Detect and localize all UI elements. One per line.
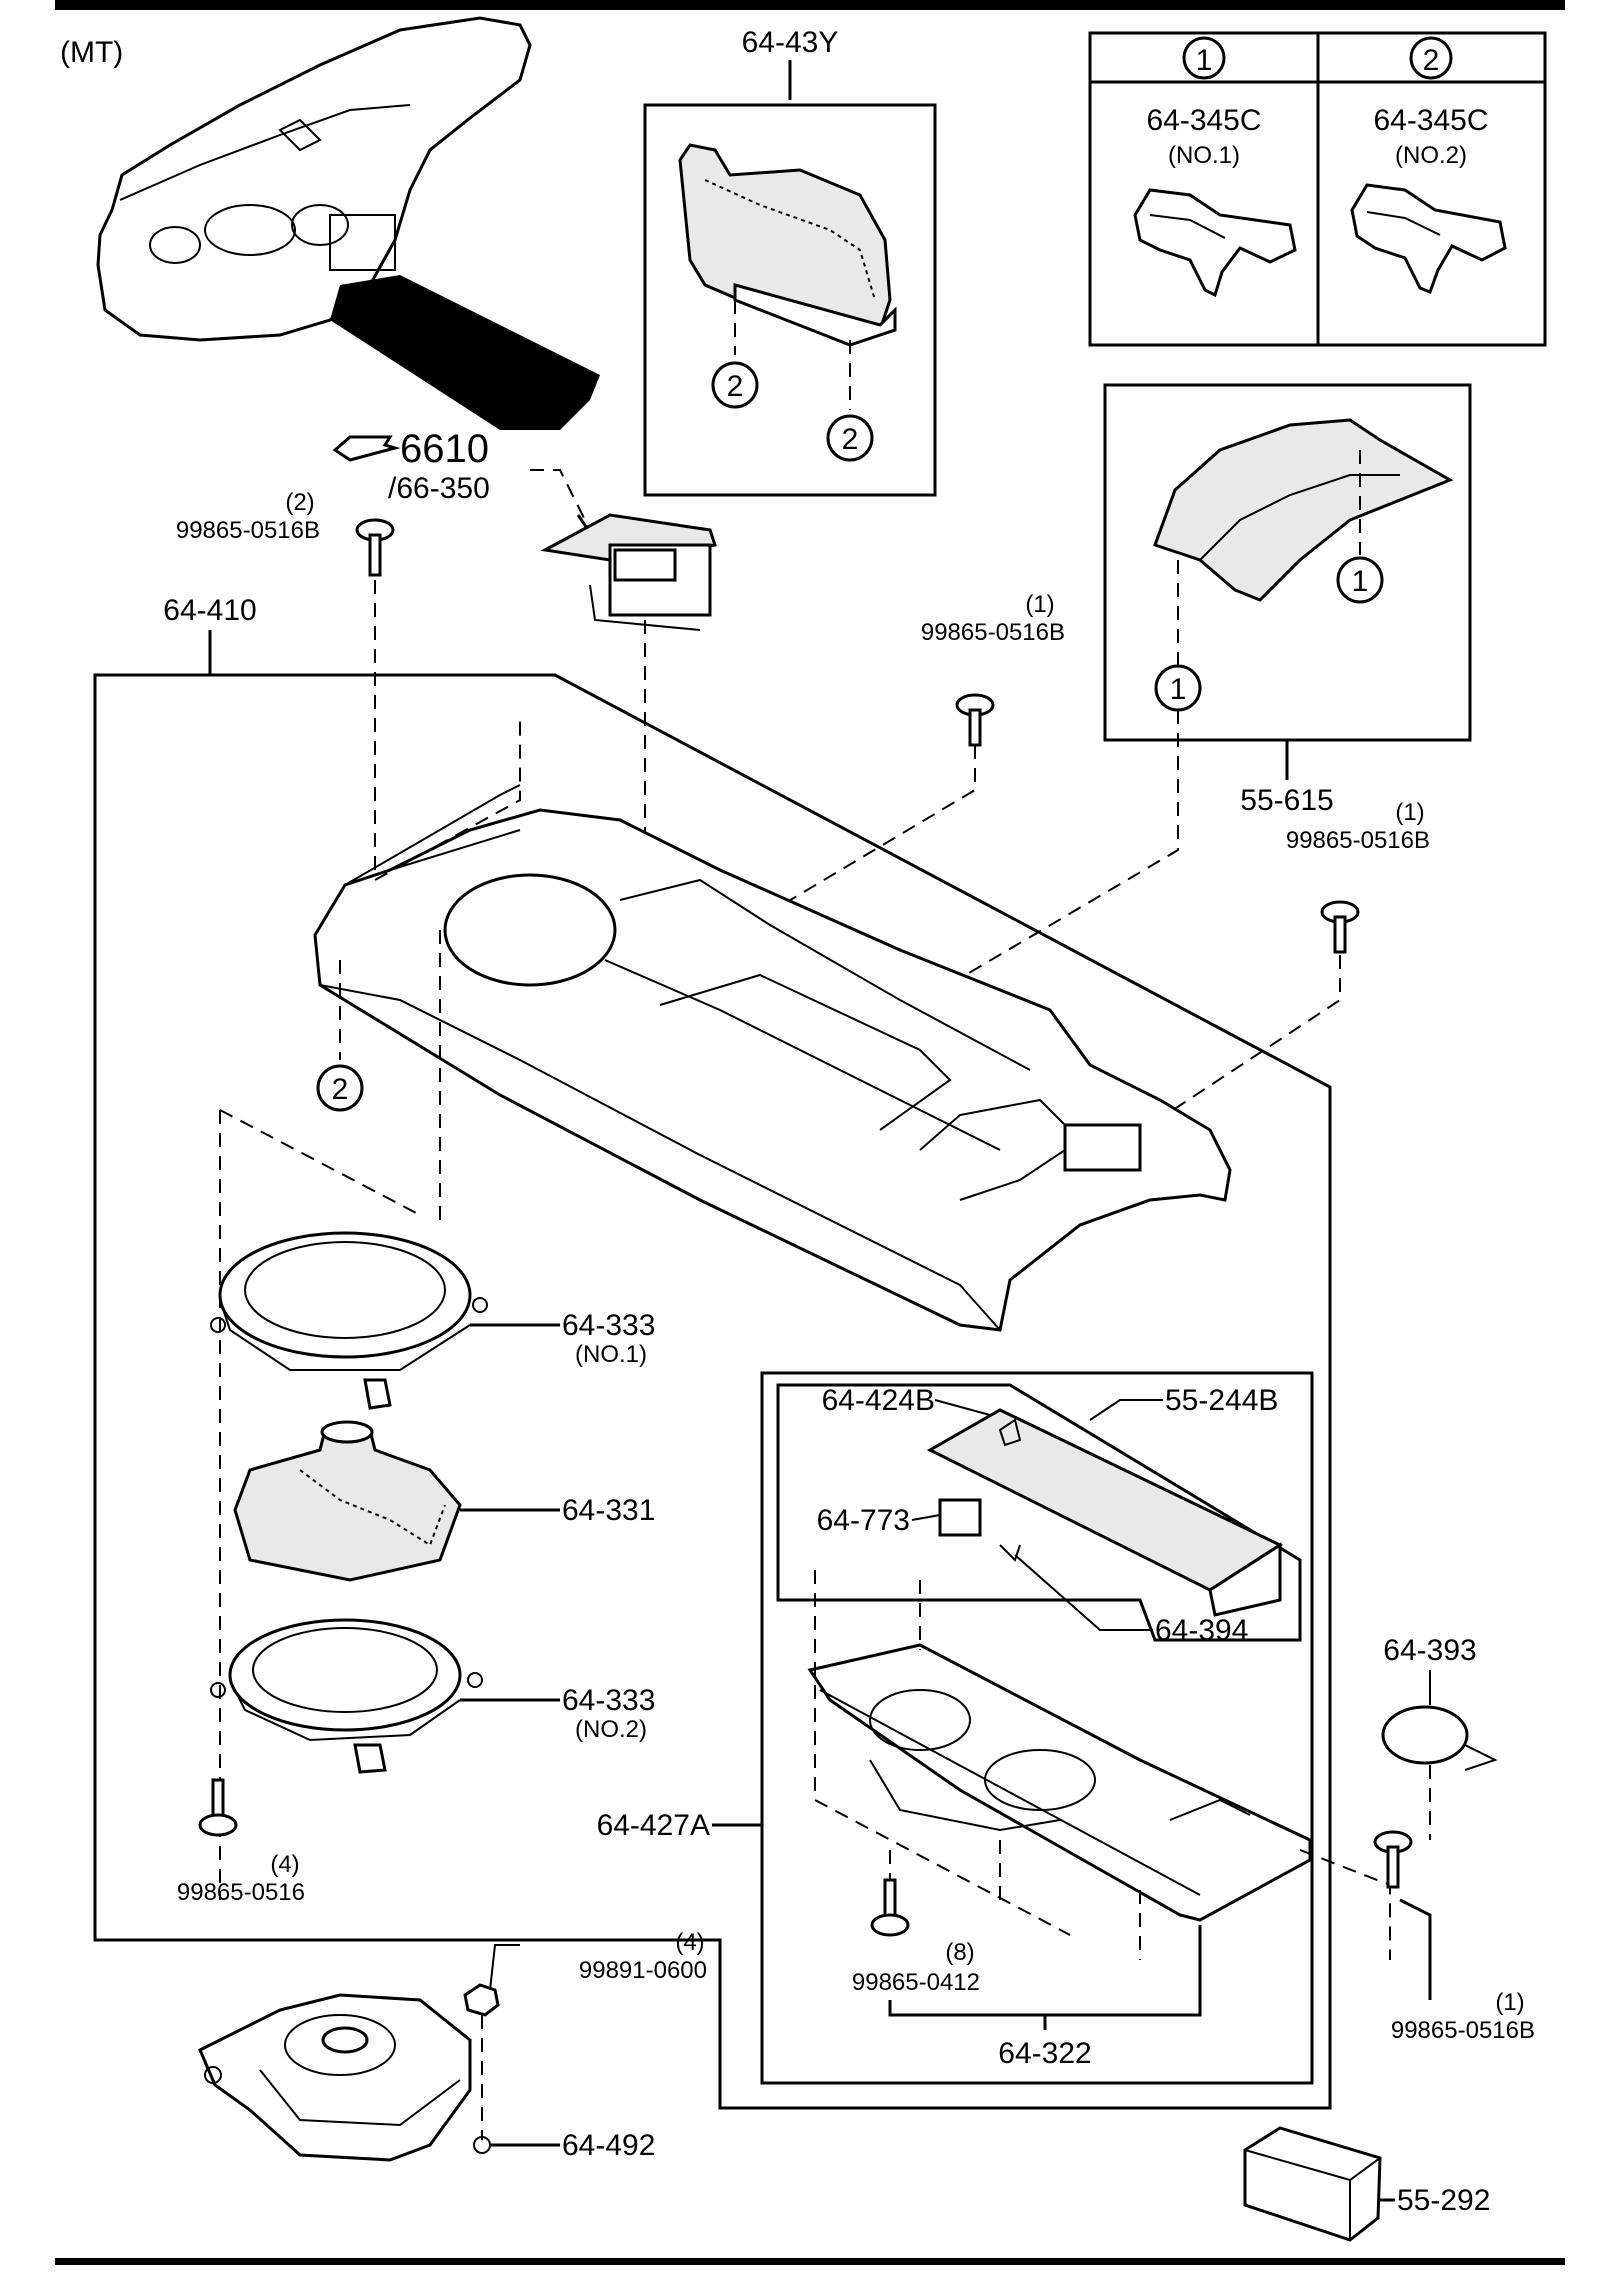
svg-text:1: 1 [1196,44,1213,77]
svg-text:2: 2 [727,370,744,403]
svg-text:2: 2 [842,423,859,456]
boot-inner-label: 64-331 [562,1494,655,1527]
screw-right: (1) 99865-0516B [1134,799,1430,1136]
screw-box: (8) 99865-0412 64-322 [852,1850,1202,2070]
svg-text:(4): (4) [675,1929,704,1956]
tray: 55-292 [1243,2126,1490,2242]
clip-legend: 1 2 64-345C (NO.1) 64-345C (NO.2) [1088,31,1547,347]
svg-text:(1): (1) [1495,1989,1524,2016]
bezel-no2: 64-333 (NO.2) [210,1618,655,1774]
bezel-no1: 64-333 (NO.1) [210,1231,655,1410]
boot-inner: 64-331 [233,1420,655,1582]
svg-text:(NO.2): (NO.2) [1395,142,1467,169]
clip-no1-icon [1133,188,1297,298]
svg-text:(NO.1): (NO.1) [1168,142,1240,169]
variant-label: (MT) [60,36,123,69]
console-label: 64-410 [163,594,256,627]
lid-hinge-label: 64-424B [822,1384,935,1417]
svg-text:(NO.1): (NO.1) [575,1341,647,1368]
svg-text:(4): (4) [270,1851,299,1878]
screw-mid: (1) 99865-0516B [739,591,1065,931]
box-assy-frame [760,1371,1314,2085]
svg-text:99891-0600: 99891-0600 [579,1957,707,1984]
svg-text:99865-0516: 99865-0516 [177,1879,305,1906]
legend-part-1: 64-345C [1146,104,1261,137]
spring-label: 64-394 [1155,1614,1248,1647]
svg-text:(1): (1) [1025,591,1054,618]
screw-box-right: (1) 99865-0516B [1373,1830,1535,2044]
shift-base: 64-492 [198,1993,655,2162]
box-body [807,1570,1391,1960]
box-lid-group: 64-424B 55-244B 64-773 64-394 [776,1383,1302,1647]
switch-reference: 6610 /66-350 [332,427,717,1150]
svg-text:(2): (2) [285,489,314,516]
console-body [313,720,1232,1332]
svg-text:99865-0412: 99865-0412 [852,1969,980,1996]
shift-boot-group: 64-43Y 2 2 [643,26,937,497]
armrest-lid-group: 1 1 55-615 [939,383,1472,991]
console-frame [93,673,1332,2110]
reference-arrow-icon [332,435,401,462]
dashboard-thumbnail [96,16,600,430]
top-border [55,0,1565,10]
bezel-2-label: 64-333 [562,1684,655,1717]
latch-label: 64-773 [817,1504,910,1537]
box-body-label: 64-322 [998,2037,1091,2070]
svg-text:1: 1 [1352,565,1369,598]
box-assy-label: 64-427A [597,1809,710,1842]
legend-part-2: 64-345C [1373,104,1488,137]
shift-base-label: 64-492 [562,2129,655,2162]
mat-label: 64-393 [1383,1634,1476,1667]
svg-text:(8): (8) [945,1939,974,1966]
svg-text:2: 2 [332,1073,349,1106]
screw-top-left: (2) 99865-0516B [176,489,395,880]
bezel-1-label: 64-333 [562,1309,655,1342]
svg-text:99865-0516B: 99865-0516B [176,517,320,544]
lid-cover-label: 55-244B [1165,1384,1278,1417]
svg-text:(NO.2): (NO.2) [575,1716,647,1743]
svg-text:1: 1 [1170,673,1187,706]
svg-text:99865-0516B: 99865-0516B [1286,827,1430,854]
clip-no2-icon [1350,183,1507,294]
nut: (4) 99891-0600 [463,1929,707,2140]
svg-text:(1): (1) [1395,799,1424,826]
tray-label: 55-292 [1397,2184,1490,2217]
lid-assy-label: 55-615 [1240,784,1333,817]
bottom-border [55,2258,1565,2265]
shift-boot-label: 64-43Y [742,26,839,59]
switch-ref-main: 6610 [400,427,489,471]
screw-bottom-left: (4) 99865-0516 [177,1778,305,1906]
svg-text:99865-0516B: 99865-0516B [921,619,1065,646]
svg-text:2: 2 [1423,44,1440,77]
switch-ref-sub: /66-350 [388,472,490,505]
svg-text:99865-0516B: 99865-0516B [1391,2017,1535,2044]
mat: 64-393 [1381,1634,1498,1840]
